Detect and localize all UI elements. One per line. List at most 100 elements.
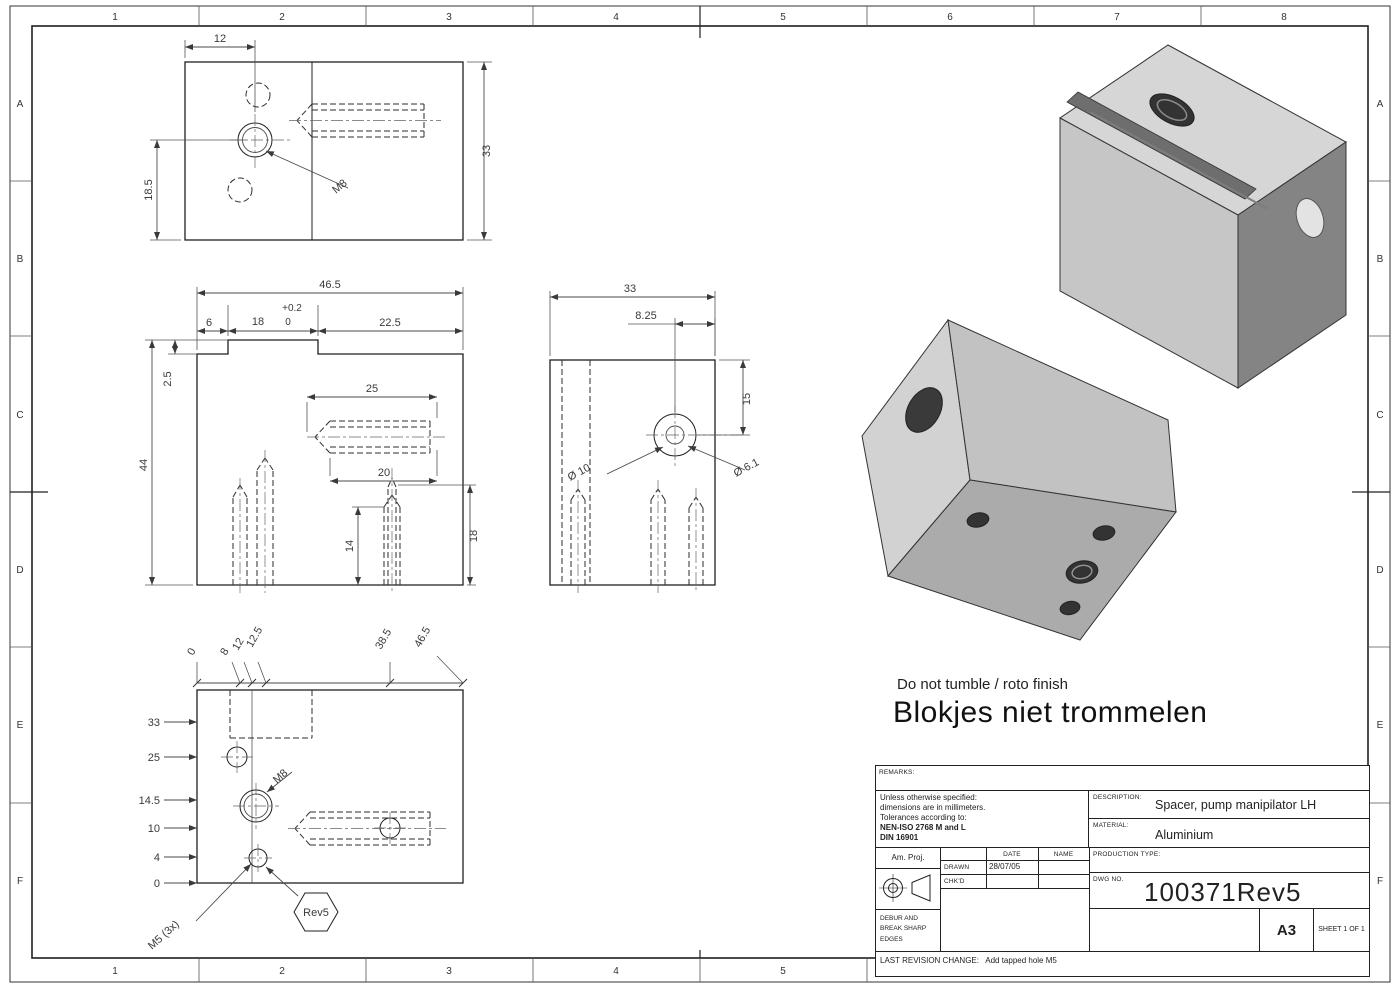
drawn-label: DRAWN xyxy=(944,864,970,871)
iso1-slot xyxy=(1066,91,1257,200)
zone-row: D xyxy=(16,565,23,576)
ordinate-row: 25 xyxy=(148,752,160,764)
thread-callout-m8: M8 xyxy=(271,767,290,786)
view-top: M8 12 18.5 33 xyxy=(143,33,493,241)
projection-label: Am. Proj. xyxy=(891,853,925,862)
last-revision-label: LAST REVISION CHANGE: xyxy=(880,956,979,965)
material-cell: MATERIAL: Aluminium xyxy=(1089,819,1369,848)
zone-row: C xyxy=(1376,410,1383,421)
dim-slot-tol-hi: +0.2 xyxy=(282,303,302,314)
zone-row: A xyxy=(17,99,24,110)
ordinate-row: 10 xyxy=(148,823,160,835)
dim-depth: 33 xyxy=(481,145,493,157)
production-type-cell: PRODUCTION TYPE: xyxy=(1089,848,1369,873)
description-cell: DESCRIPTION: Spacer, pump manipilator LH xyxy=(1089,791,1369,819)
remarks-cell: REMARKS: xyxy=(876,766,1369,791)
projection-cell: Am. Proj. xyxy=(876,848,941,869)
projection-symbol-icon xyxy=(879,874,931,902)
iso-view-bottom xyxy=(861,318,1177,641)
dim-width: 33 xyxy=(624,283,636,295)
zone-col-bottom: 5 xyxy=(780,966,786,977)
dim-depth-18: 18 xyxy=(468,530,480,542)
iso2-hole xyxy=(966,512,990,528)
dim-offset: 8.25 xyxy=(635,310,656,322)
grid-line xyxy=(986,848,987,888)
zone-row: B xyxy=(1377,254,1384,265)
dim-15: 15 xyxy=(741,393,753,405)
dim-step: 2.5 xyxy=(162,371,174,386)
zone-row: D xyxy=(1376,565,1383,576)
zone-col: 3 xyxy=(446,12,452,23)
paper-size: A3 xyxy=(1276,922,1297,939)
view-side: Ø 10 Ø 6.1 33 8.25 15 xyxy=(549,283,761,593)
thread-callout-m5: M5 (3x) xyxy=(146,918,182,952)
tolerance-line: dimensions are in millimeters. xyxy=(880,803,986,812)
zone-row: A xyxy=(1377,99,1384,110)
ordinate-col: 0 xyxy=(185,646,198,657)
zone-col: 2 xyxy=(279,12,285,23)
description-value: Spacer, pump manipilator LH xyxy=(1155,798,1317,812)
hidden-hole-circle xyxy=(245,82,271,108)
iso2-hole xyxy=(1059,600,1081,616)
debur-line: EDGES xyxy=(880,935,903,943)
dim-width: 12 xyxy=(214,33,226,45)
zone-col-bottom: 1 xyxy=(112,966,118,977)
debur-note: DEBUR AND BREAK SHARP EDGES xyxy=(876,909,941,951)
description-label: DESCRIPTION: xyxy=(1093,794,1142,801)
iso1-right-face xyxy=(1237,141,1347,389)
title-block: REMARKS: Unless otherwise specified: dim… xyxy=(875,765,1370,977)
revision-balloon-label: Rev5 xyxy=(303,907,329,919)
zone-col: 8 xyxy=(1281,12,1287,23)
center-marks xyxy=(10,6,1390,958)
last-revision-cell: LAST REVISION CHANGE: Add tapped hole M5 xyxy=(876,951,1369,976)
zone-col: 5 xyxy=(780,12,786,23)
ordinate-col: 8 xyxy=(218,646,231,657)
production-type-label: PRODUCTION TYPE: xyxy=(1093,851,1161,858)
dia-callout-10: Ø 10 xyxy=(566,462,593,484)
material-value: Aluminium xyxy=(1155,828,1214,842)
dwg-no-value: 100371Rev5 xyxy=(1144,877,1302,907)
zone-row: C xyxy=(16,410,23,421)
material-label: MATERIAL: xyxy=(1093,822,1129,829)
grid-line xyxy=(941,860,1089,861)
iso1-side-hole xyxy=(1295,198,1325,238)
dim-25: 25 xyxy=(366,383,378,395)
zone-col: 7 xyxy=(1114,12,1120,23)
tolerance-standard: DIN 16901 xyxy=(880,833,919,842)
dim-20: 20 xyxy=(378,467,390,479)
tolerance-standard: NEN-ISO 2768 M and L xyxy=(880,823,966,832)
tolerance-line: Unless otherwise specified: xyxy=(880,793,977,802)
last-revision-value: Add tapped hole M5 xyxy=(985,956,1057,965)
dwg-no-cell: DWG NO. 100371Rev5 xyxy=(1089,873,1369,909)
zone-col-bottom: 4 xyxy=(613,966,619,977)
sheet-frame: 1 2 3 4 5 6 7 8 1 2 3 4 5 A B C D E F A … xyxy=(9,5,1391,983)
hidden-hole-circle xyxy=(227,177,253,203)
tolerance-line: Tolerances according to: xyxy=(880,813,967,822)
dim-slot: 18 xyxy=(252,316,264,328)
grid-line xyxy=(941,874,1089,875)
iso2-side-hole xyxy=(905,387,943,433)
ordinate-row: 33 xyxy=(148,717,160,729)
ordinate-row: 4 xyxy=(154,852,160,864)
projection-symbol-cell xyxy=(876,869,941,909)
zone-col-bottom: 2 xyxy=(279,966,285,977)
ordinate-row: 0 xyxy=(154,878,160,890)
dim-slot-tol-lo: 0 xyxy=(285,317,291,328)
name-header: NAME xyxy=(1053,851,1074,858)
note-finish: Do not tumble / roto finish xyxy=(897,676,1068,693)
zone-col: 6 xyxy=(947,12,953,23)
drawn-date: 28/07/05 xyxy=(989,862,1021,871)
sheet-count-cell: SHEET 1 OF 1 xyxy=(1313,909,1369,951)
thread-callout: M8 xyxy=(330,177,349,196)
zone-col-bottom: 3 xyxy=(446,966,452,977)
ordinate-col: 38.5 xyxy=(373,627,394,652)
view-front: 46.5 6 18 +0.2 0 22.5 2.5 44 25 20 14 xyxy=(138,279,480,593)
zone-row: E xyxy=(1377,720,1384,731)
iso1-tapped-hole xyxy=(1149,93,1195,127)
ordinate-row: 14.5 xyxy=(139,795,160,807)
grid-line xyxy=(1038,848,1039,888)
ordinate-col: 12.5 xyxy=(244,625,265,650)
dim-depth-14: 14 xyxy=(344,540,356,552)
